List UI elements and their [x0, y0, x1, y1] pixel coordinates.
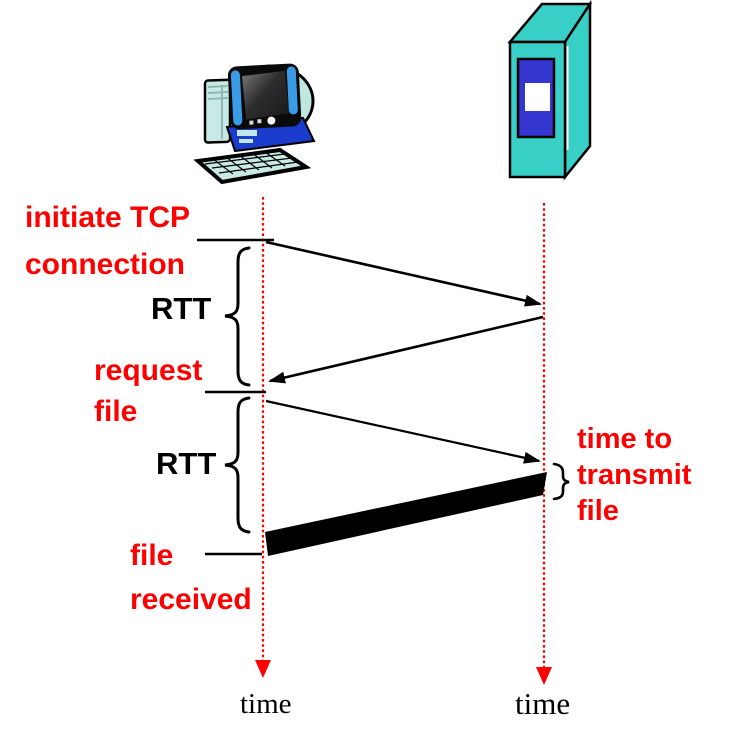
server-tower-icon: [507, 0, 593, 181]
server-panel-slot: [525, 83, 550, 111]
drive-bay: [239, 139, 253, 143]
rtt-brace-first: [224, 246, 251, 387]
client-monitor: [227, 63, 302, 130]
tcp-handshake-arrow-out: [265, 240, 542, 307]
server-timeline-arrow-icon: [536, 667, 552, 685]
client-time-axis-label: time: [240, 688, 292, 720]
file-request-arrow: [265, 399, 541, 464]
rtt-brace-second: [224, 396, 251, 534]
transmit-brace: [552, 462, 570, 501]
file-received-label: file received: [130, 539, 252, 616]
initiate-tcp-label: initiate TCP connection: [25, 201, 191, 281]
drive-bay: [237, 130, 257, 136]
time-to-transmit-label: time to transmit file: [577, 423, 692, 527]
request-file-label: request file: [94, 354, 203, 428]
rtt-first-label: RTT: [151, 291, 212, 326]
rtt-second-label: RTT: [156, 446, 217, 481]
client-tower: [203, 78, 232, 144]
tcp-handshake-arrow-back: [268, 315, 544, 384]
server-time-axis-label: time: [515, 686, 571, 721]
client-timeline-arrow-icon: [255, 660, 271, 678]
client-computer-icon: [193, 63, 316, 185]
client-keyboard: [193, 147, 312, 185]
file-transmission-bar: [265, 472, 547, 556]
